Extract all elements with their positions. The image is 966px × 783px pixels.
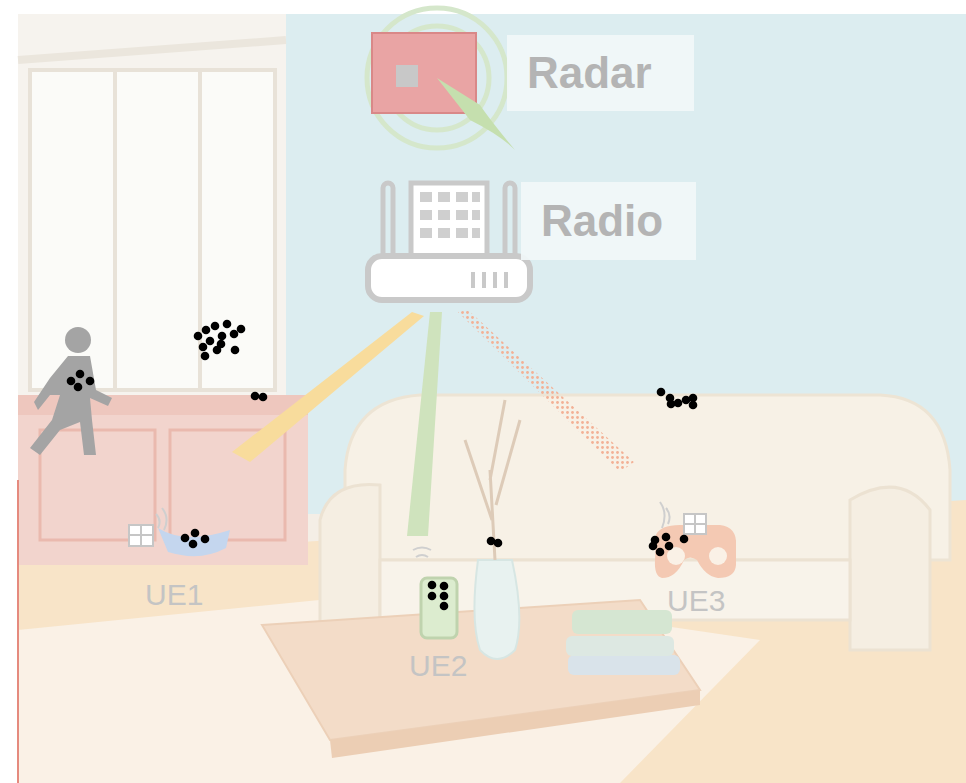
point-dot — [656, 548, 665, 557]
point-dot — [74, 383, 83, 392]
point-dot — [662, 533, 671, 542]
window-icon — [684, 514, 706, 534]
sofa-arm — [850, 487, 930, 650]
point-dot — [665, 542, 674, 551]
goggle-lens — [709, 547, 727, 565]
point-dot — [86, 377, 95, 386]
person-figure — [30, 356, 112, 455]
book — [572, 610, 672, 634]
beam-green — [407, 312, 442, 536]
wifi-arcs — [156, 508, 167, 530]
point-dot — [202, 326, 211, 335]
point-dot — [657, 388, 666, 397]
point-dot — [428, 592, 437, 601]
device-label: UE1 — [145, 580, 203, 610]
router-leds — [473, 272, 506, 288]
window-frame — [113, 70, 117, 390]
point-dot — [230, 330, 239, 339]
beam-yellow — [232, 312, 424, 462]
router-tower — [411, 183, 487, 258]
label-box: Radar — [507, 35, 694, 111]
window-wall — [18, 14, 286, 404]
point-dot — [199, 343, 208, 352]
book — [566, 636, 674, 656]
table-edge — [330, 690, 700, 758]
point-dot — [689, 401, 698, 410]
radar-chip — [396, 65, 418, 87]
cabinet-door — [40, 430, 155, 540]
point-dot — [217, 340, 226, 349]
point-dot — [191, 529, 200, 538]
router-antenna — [505, 183, 515, 263]
router-grid — [420, 192, 480, 238]
device-label: UE3 — [667, 586, 725, 616]
point-dot — [201, 352, 210, 361]
window — [30, 70, 275, 390]
radar-sweep — [437, 78, 515, 150]
point-dot — [218, 332, 227, 341]
point-dot — [649, 542, 658, 551]
point-dot — [494, 539, 503, 548]
point-dot — [428, 581, 437, 590]
component-title: Radar — [527, 51, 652, 95]
point-dot — [667, 400, 676, 409]
room-background — [18, 14, 966, 783]
point-dot — [181, 534, 190, 543]
component-title: Radio — [541, 199, 663, 243]
point-dot — [206, 337, 215, 346]
point-dot — [237, 325, 246, 334]
branches — [465, 400, 520, 560]
vase — [474, 560, 519, 659]
point-dot — [440, 592, 449, 601]
edge-line — [17, 480, 19, 783]
point-dot — [194, 332, 203, 341]
point-dot — [211, 322, 220, 331]
sofa-arm — [320, 484, 380, 640]
point-dot — [440, 602, 449, 611]
device-label: UE2 — [409, 651, 467, 681]
point-dot — [231, 346, 240, 355]
window-icon — [684, 514, 706, 534]
router-body — [368, 256, 530, 300]
book — [568, 655, 680, 675]
wifi-arcs — [660, 502, 670, 528]
rug — [18, 590, 760, 783]
label-box: Radio — [521, 182, 696, 260]
beam-orange — [458, 310, 634, 472]
ue2-phone — [421, 578, 457, 638]
point-dot — [76, 370, 85, 379]
ue1-device — [158, 528, 230, 556]
curtain-rod — [18, 40, 286, 60]
point-dot — [680, 535, 689, 544]
point-dot — [67, 377, 76, 386]
window-icon — [129, 525, 153, 546]
point-dot — [223, 320, 232, 329]
router-antenna — [383, 183, 393, 263]
person-head — [65, 327, 91, 353]
point-dot — [259, 393, 268, 402]
window-frame — [198, 70, 202, 390]
point-cloud — [67, 320, 698, 611]
point-dot — [251, 392, 260, 401]
point-dot — [201, 535, 210, 544]
point-dot — [440, 582, 449, 591]
point-dot — [189, 540, 198, 549]
wifi-arcs — [413, 548, 431, 558]
window-icon — [129, 525, 153, 546]
